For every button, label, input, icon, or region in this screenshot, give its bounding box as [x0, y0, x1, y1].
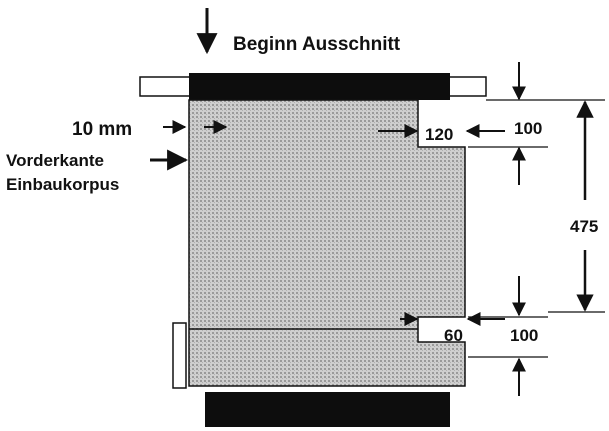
front-edge-label-line2: Einbaukorpus [6, 175, 119, 194]
cabinet-panel [188, 99, 466, 387]
bottom-bar [205, 392, 450, 427]
offset-10mm-label: 10 mm [72, 119, 132, 140]
front-edge-label-line1: Vorderkante [6, 151, 104, 170]
top-bar [189, 73, 450, 100]
left-bottom-stub [172, 322, 187, 389]
bottom-cut-height-label: 100 [510, 326, 538, 345]
left-top-stub [139, 76, 191, 97]
bottom-cut-width-label: 60 [444, 326, 463, 345]
top-cut-height-label: 100 [514, 119, 542, 138]
top-cut-width-label: 120 [425, 125, 453, 144]
title-label: Beginn Ausschnitt [233, 34, 401, 55]
overall-height-label: 475 [570, 217, 598, 236]
right-top-stub [447, 76, 487, 97]
